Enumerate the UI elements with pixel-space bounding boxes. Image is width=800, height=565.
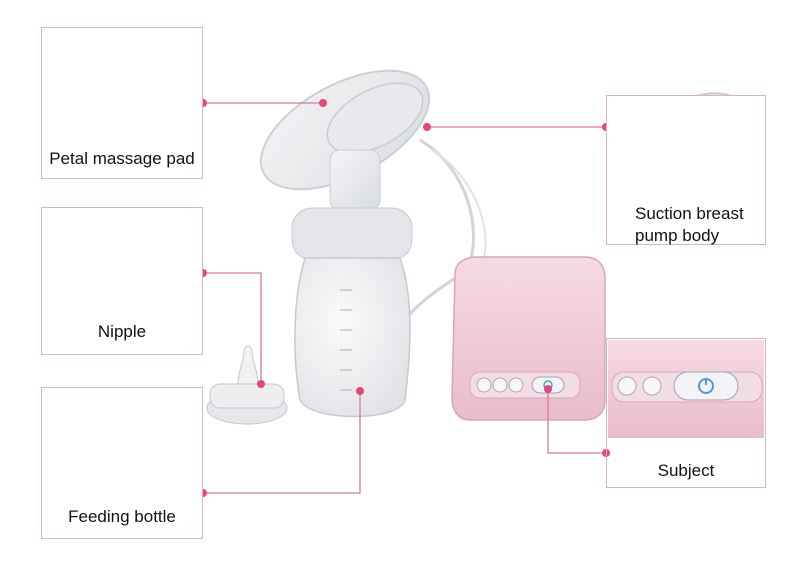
label-feeding-bottle: Feeding bottle	[68, 507, 176, 526]
bottle-collar	[291, 207, 413, 261]
small-nipple	[206, 345, 288, 425]
callout-subject: Subject	[606, 338, 766, 488]
tube	[431, 149, 487, 269]
callout-nipple: Nipple	[41, 207, 203, 355]
label-suction-line2: pump body	[635, 226, 720, 245]
callout-suction-pump-body: Suction breast pump body	[606, 95, 766, 245]
subject-thumb	[608, 340, 764, 438]
connector-bottle	[203, 391, 361, 494]
label-petal-massage-pad: Petal massage pad	[49, 149, 195, 168]
pump-neck	[329, 149, 381, 211]
connector-subject	[547, 389, 606, 454]
connectors	[203, 102, 606, 494]
label-nipple: Nipple	[97, 322, 147, 341]
connector-nipple	[203, 272, 262, 384]
label-suction-line1: Suction breast	[635, 204, 744, 223]
bottle-body	[294, 257, 411, 418]
control-unit	[451, 256, 606, 421]
callout-petal-massage-pad: Petal massage pad	[41, 27, 203, 179]
pump-funnel-inner	[326, 82, 424, 154]
bottle-marks	[340, 289, 352, 391]
callout-feeding-bottle: Feeding bottle	[41, 387, 203, 539]
label-subject: Subject	[657, 461, 715, 480]
main-pump	[259, 69, 431, 418]
